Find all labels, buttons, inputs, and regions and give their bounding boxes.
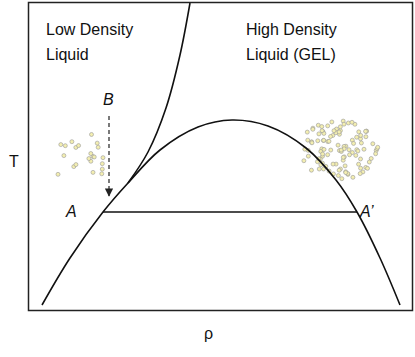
point-label: A’ <box>360 200 374 225</box>
point-label: A <box>66 200 77 225</box>
point-label: B <box>103 88 114 113</box>
quench-arrow <box>108 116 109 196</box>
coexistence-curve <box>42 120 400 305</box>
particle-dots <box>56 119 380 181</box>
boundary-line <box>128 3 190 183</box>
region-label: High Density Liquid (GEL) <box>246 18 354 68</box>
axis-label: ρ <box>204 322 213 347</box>
axis-label: T <box>9 150 19 175</box>
tie-line <box>103 211 357 212</box>
plot-frame <box>29 3 413 311</box>
region-label: Low Density Liquid <box>46 18 146 68</box>
